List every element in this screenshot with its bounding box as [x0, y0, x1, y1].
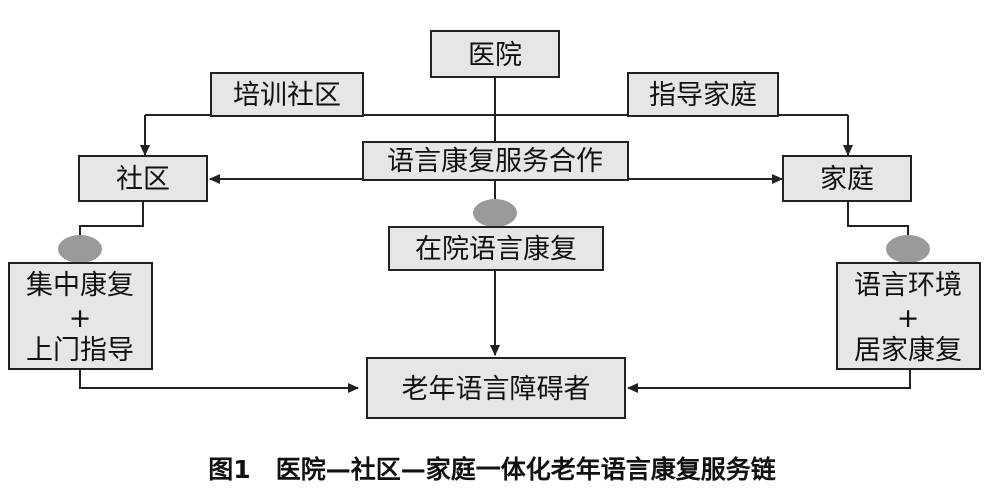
target-node: 老年语言障碍者: [366, 357, 626, 419]
inhospital-node: 在院语言康复: [388, 226, 604, 271]
hospital-node: 医院: [430, 30, 560, 78]
right-combo-ellipse: [886, 235, 930, 263]
inhospital-ellipse: [473, 199, 517, 227]
svg-text:语言康复服务合作: 语言康复服务合作: [387, 146, 603, 177]
guide-family-node: 指导家庭: [627, 72, 779, 117]
svg-text:老年语言障碍者: 老年语言障碍者: [402, 374, 591, 405]
svg-text:社区: 社区: [116, 164, 170, 195]
left-combo-ellipse: [58, 235, 102, 263]
right-combo-node: 语言环境 + 居家康复: [836, 262, 981, 370]
family-node: 家庭: [782, 155, 912, 202]
svg-text:指导家庭: 指导家庭: [649, 80, 757, 111]
left-combo-node: 集中康复 + 上门指导: [8, 262, 153, 370]
svg-text:培训社区: 培训社区: [233, 80, 341, 111]
left-combo-line2: 上门指导: [26, 335, 134, 366]
train-community-node: 培训社区: [210, 72, 364, 117]
right-combo-line2: 居家康复: [854, 335, 962, 366]
figure-caption: 图1 医院—社区—家庭一体化老年语言康复服务链: [208, 455, 775, 484]
right-combo-line1: 语言环境: [854, 270, 962, 301]
svg-text:医院: 医院: [468, 40, 522, 71]
svg-text:在院语言康复: 在院语言康复: [415, 234, 577, 265]
right-combo-to-target-arrow: [627, 368, 911, 393]
left-combo-to-target-arrow: [79, 368, 359, 393]
svg-text:家庭: 家庭: [820, 164, 874, 195]
community-node: 社区: [78, 155, 208, 202]
right-combo-plus: +: [897, 303, 920, 334]
left-combo-line1: 集中康复: [26, 270, 134, 301]
left-combo-plus: +: [69, 303, 92, 334]
cooperation-node: 语言康复服务合作: [362, 141, 629, 181]
